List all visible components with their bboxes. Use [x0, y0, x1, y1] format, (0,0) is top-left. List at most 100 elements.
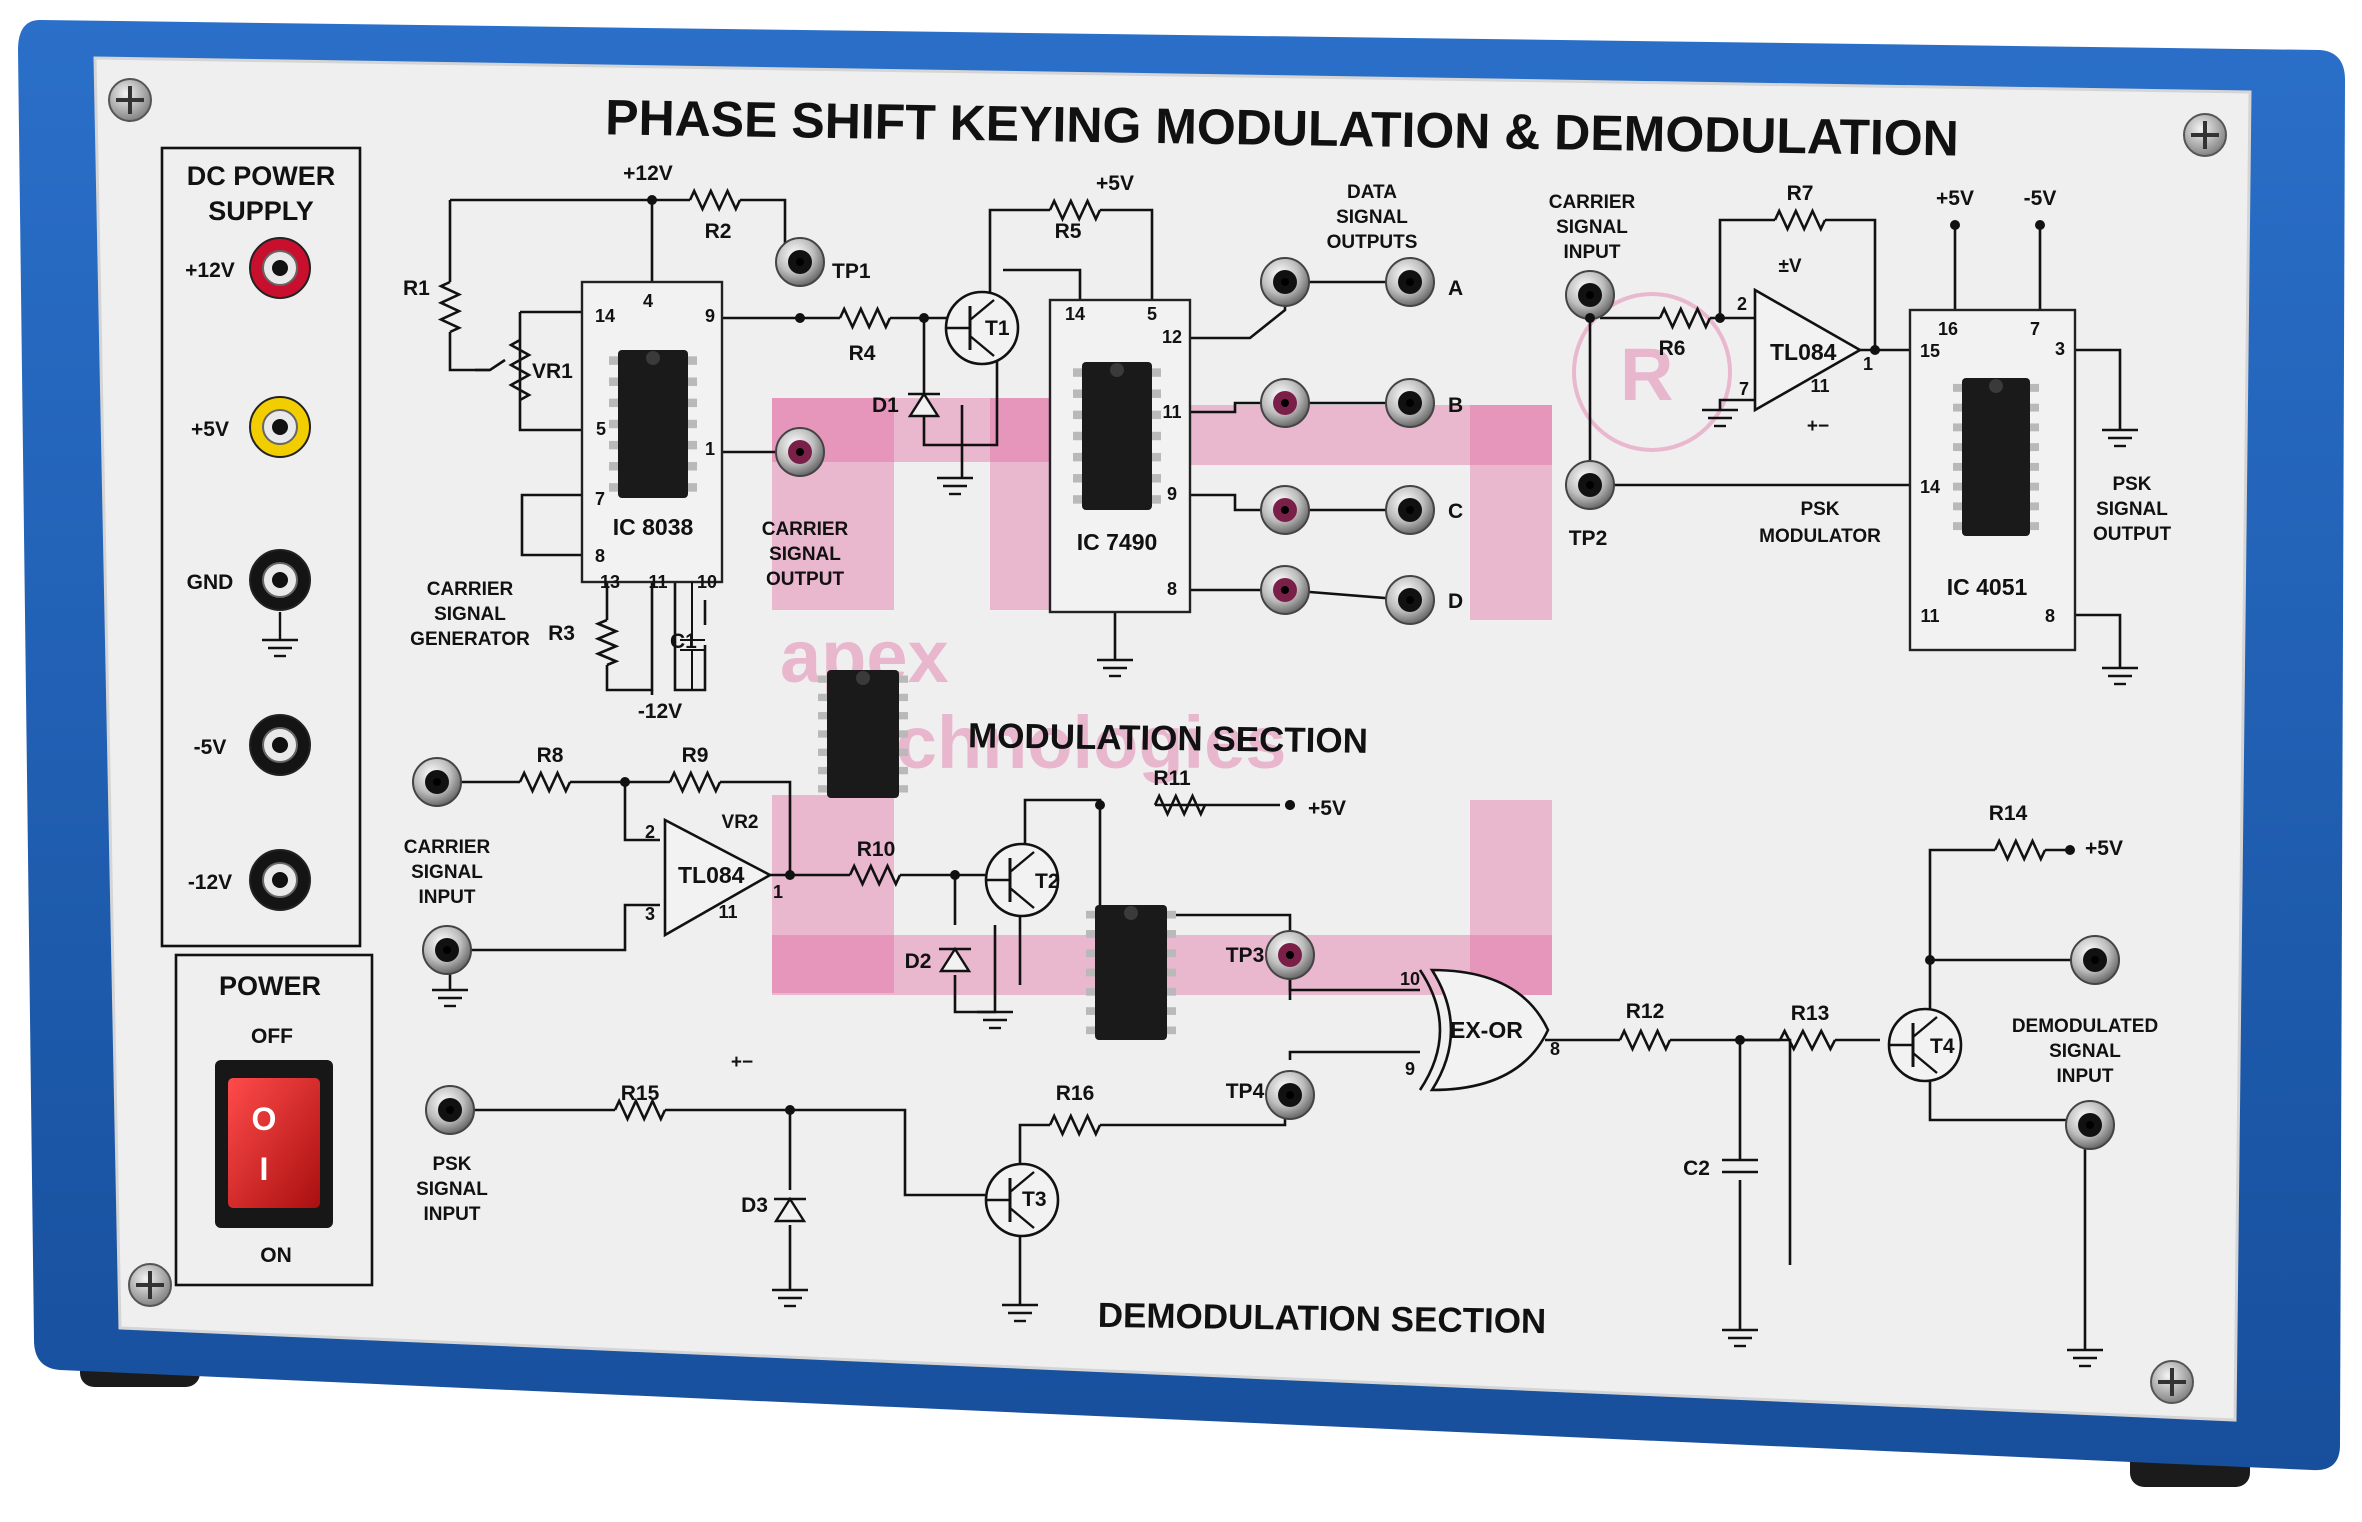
- diode-d2: [938, 946, 972, 973]
- tp4-socket[interactable]: [1265, 1070, 1315, 1120]
- pin-8038: 13: [600, 572, 620, 592]
- rail-socket-2[interactable]: [249, 549, 311, 611]
- label-tp2: TP2: [1569, 527, 1608, 550]
- psk-input-socket[interactable]: [425, 1085, 475, 1135]
- carrier-input-top-label: INPUT: [1564, 242, 1621, 263]
- junction-dot: [1870, 345, 1880, 355]
- label-r12: R12: [1626, 1000, 1665, 1023]
- opamp-top-name: TL084: [1770, 339, 1837, 365]
- pin-7490: 5: [1147, 304, 1157, 324]
- label-c2: C2: [1683, 1157, 1710, 1180]
- demod-input-top-socket[interactable]: [2070, 935, 2120, 985]
- psk-output-label: PSK: [2112, 474, 2151, 495]
- label-output-c: C: [1448, 500, 1463, 523]
- rail-socket-0[interactable]: [249, 237, 311, 299]
- ic8038-chip: [609, 350, 697, 498]
- pin-7490: 11: [1162, 402, 1181, 422]
- pin-7490: 12: [1162, 327, 1182, 347]
- dc-supply-subtitle: SUPPLY: [208, 196, 314, 226]
- junction-dot: [2065, 845, 2075, 855]
- switch-o-mark: O: [252, 1101, 277, 1137]
- exor-name: EX-OR: [1450, 1017, 1523, 1043]
- label-r4: R4: [849, 342, 876, 365]
- power-box: [174, 953, 374, 1287]
- junction-dot: [1095, 800, 1105, 810]
- transistor-t3: [984, 1162, 1060, 1238]
- demod-input-bottom-socket[interactable]: [2065, 1100, 2115, 1150]
- pin-8038: 7: [595, 489, 605, 509]
- screw-icon: [2183, 113, 2227, 157]
- label-r6: R6: [1659, 337, 1686, 360]
- label-t4: T4: [1930, 1035, 1955, 1058]
- psk-input-label: SIGNAL: [416, 1179, 488, 1200]
- tp3-socket[interactable]: [1265, 930, 1315, 980]
- rail-label: +5V: [191, 418, 229, 441]
- pin-4051: 14: [1920, 477, 1940, 497]
- resistor-r3: [594, 618, 620, 667]
- label-r14: R14: [1989, 802, 2028, 825]
- watermark-logo: R: [1620, 333, 1673, 416]
- tp1-socket[interactable]: [775, 237, 825, 287]
- data-a-socket-left[interactable]: [1260, 257, 1310, 307]
- data-outputs-label: DATA: [1347, 182, 1397, 203]
- exor-gate: EX-OR: [1418, 968, 1550, 1092]
- demodulation-section-title: DEMODULATION SECTION: [1098, 1296, 1547, 1341]
- carrier-output-socket[interactable]: [775, 427, 825, 477]
- label-r3: R3: [548, 622, 575, 645]
- resistor-r10: [848, 862, 902, 888]
- diode-d1: [907, 391, 941, 418]
- data-d-socket-right[interactable]: [1385, 575, 1435, 625]
- power-label: POWER: [219, 971, 321, 1001]
- rail-socket-4[interactable]: [249, 849, 311, 911]
- ground-icon: [772, 1288, 808, 1308]
- ic4051-chip: [1953, 378, 2039, 536]
- label-vr1: VR1: [532, 360, 573, 383]
- pin-4051: 16: [1938, 319, 1958, 339]
- diode-d3: [773, 1196, 807, 1223]
- resistor-r1: [437, 280, 463, 334]
- potentiometer-vr1: [508, 338, 532, 402]
- carrier-input-bottom-label: INPUT: [419, 887, 476, 908]
- resistor-r12: [1618, 1027, 1672, 1053]
- resistor-r4: [838, 305, 892, 331]
- tp2-socket[interactable]: [1565, 460, 1615, 510]
- carrier-input-bottom-socket[interactable]: [412, 757, 462, 807]
- data-a-socket-right[interactable]: [1385, 257, 1435, 307]
- ic4051-name: IC 4051: [1947, 574, 2028, 600]
- ground-icon: [2067, 1348, 2103, 1368]
- power-switch[interactable]: O I: [215, 1060, 333, 1228]
- pin-8038: 1: [705, 439, 715, 459]
- label-t2: T2: [1035, 870, 1060, 893]
- data-b-socket-left[interactable]: [1260, 378, 1310, 428]
- psk-input-label: INPUT: [424, 1204, 481, 1225]
- rail-socket-1[interactable]: [249, 396, 311, 458]
- junction-dot: [1715, 313, 1725, 323]
- screw-icon: [2150, 1360, 2194, 1404]
- pin-exor: 8: [1550, 1039, 1560, 1059]
- label-vr2: VR2: [722, 812, 759, 833]
- junction-dot: [919, 313, 929, 323]
- rail-label: -5V: [194, 736, 227, 759]
- label-r16: R16: [1056, 1082, 1095, 1105]
- opamp-bottom-name: TL084: [678, 862, 745, 888]
- pin-exor: 9: [1405, 1059, 1415, 1079]
- pin-8038: 9: [705, 306, 715, 326]
- pin-tl084-top: 2: [1737, 294, 1747, 314]
- demodulated-input-label: SIGNAL: [2049, 1041, 2121, 1062]
- carrier-input-bottom-ground-socket[interactable]: [422, 925, 472, 975]
- carrier-generator-label: GENERATOR: [410, 629, 530, 650]
- label-tp1: TP1: [832, 260, 871, 283]
- transistor-t4: [1887, 1007, 1963, 1083]
- resistor-r2: [688, 187, 742, 213]
- label-r2: R2: [705, 220, 732, 243]
- data-c-socket-right[interactable]: [1385, 485, 1435, 535]
- opamp-tl084-top: TL084: [1753, 287, 1863, 413]
- pin-4051: 15: [1920, 341, 1940, 361]
- data-b-socket-right[interactable]: [1385, 378, 1435, 428]
- carrier-input-top-socket[interactable]: [1565, 270, 1615, 320]
- rail-socket-3[interactable]: [249, 714, 311, 776]
- resistor-r15: [613, 1097, 667, 1123]
- data-c-socket-left[interactable]: [1260, 485, 1310, 535]
- data-d-socket-left[interactable]: [1260, 565, 1310, 615]
